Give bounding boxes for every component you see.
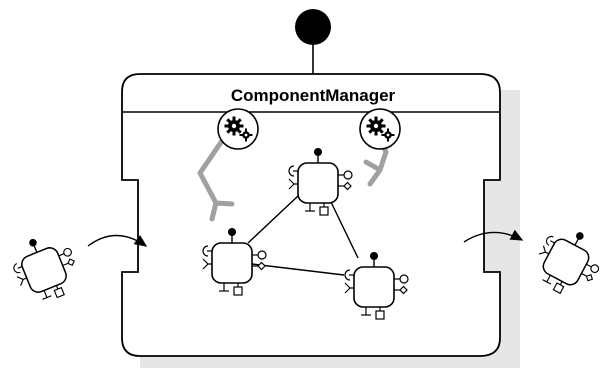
start-node [295, 9, 331, 74]
component-manager-box [121, 73, 501, 357]
incoming-arrow [87, 234, 148, 247]
gear-icon [359, 108, 401, 150]
outgoing-arrow [463, 229, 524, 243]
robot-arm-left [197, 132, 235, 222]
component-links [247, 195, 359, 276]
diagram-title: ComponentManager [231, 86, 396, 105]
gear-icon [217, 108, 259, 150]
component-icon [526, 218, 601, 305]
component-icon [5, 226, 87, 310]
